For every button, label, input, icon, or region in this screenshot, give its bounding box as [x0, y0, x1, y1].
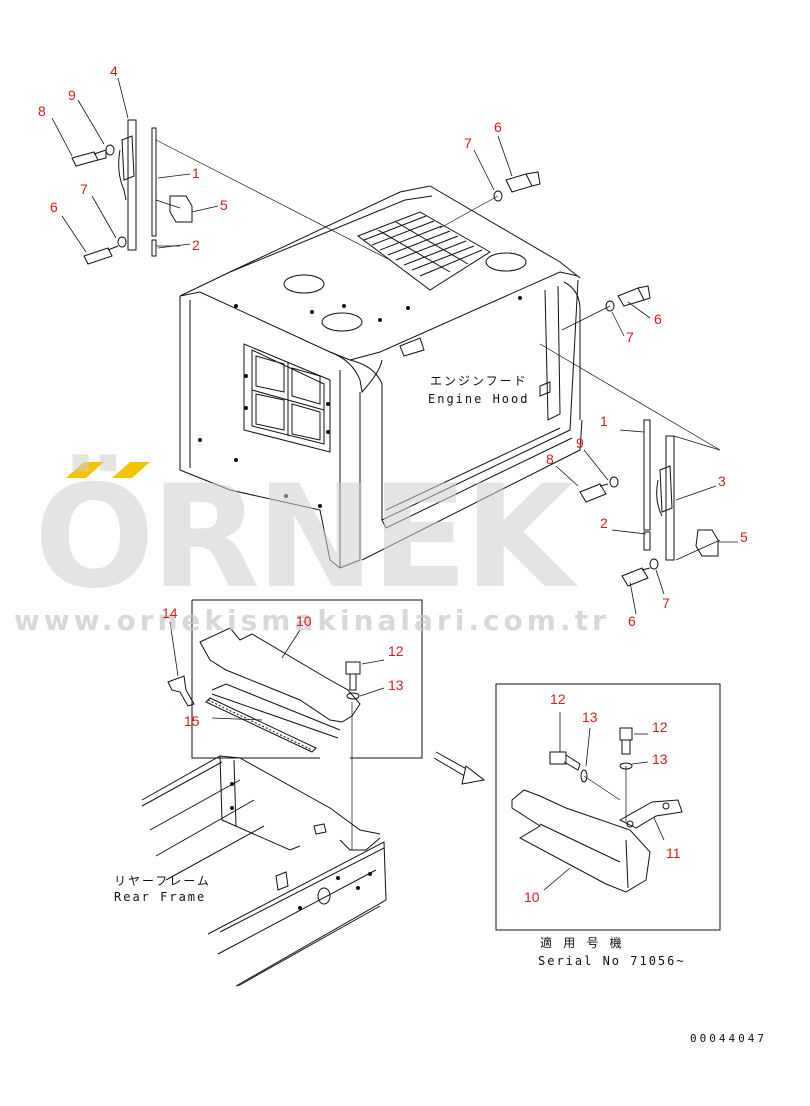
callout-7c: 7: [626, 329, 634, 345]
callout-8: 8: [38, 103, 46, 119]
callout-10b: 10: [524, 889, 540, 905]
callout-9: 9: [68, 87, 76, 103]
callout-2: 2: [192, 237, 200, 253]
direction-arrow-icon: [433, 751, 486, 785]
left-latch-assembly: [71, 119, 391, 265]
front-window: [243, 343, 331, 453]
right-latch-assembly: [539, 343, 721, 587]
right-side-bolt: [561, 285, 651, 331]
callout-13: 13: [388, 677, 404, 693]
cover-detail-box: [167, 599, 423, 759]
callout-5: 5: [220, 197, 228, 213]
watermark-url: www.ornekismakinalari.com.tr: [14, 604, 610, 637]
callout-11: 11: [666, 845, 681, 861]
callout-8b: 8: [546, 451, 554, 467]
callout-3: 3: [718, 473, 726, 489]
callout-1: 1: [192, 165, 200, 181]
callout-2b: 2: [600, 515, 608, 531]
top-right-bolt: [439, 171, 541, 229]
callout-6: 6: [50, 199, 58, 215]
top-grille: [356, 211, 491, 291]
serial-label: Serial No 71056~: [538, 954, 686, 968]
callout-13c: 13: [652, 751, 668, 767]
callout-7d: 7: [662, 595, 670, 611]
callout-9b: 9: [576, 435, 584, 451]
applicable-jp-label: 適 用 号 機: [540, 936, 624, 950]
leader-lines: [51, 77, 738, 891]
engine-hood: [179, 185, 583, 569]
rear-frame-en-label: Rear Frame: [114, 890, 207, 904]
callout-1b: 1: [600, 413, 608, 429]
callout-7: 7: [80, 181, 88, 197]
serial-variant-box: [495, 683, 721, 931]
engine-hood-en-label: Engine Hood: [428, 392, 530, 406]
document-number: 00044047: [690, 1032, 767, 1045]
watermark-brand: ÖRNEK: [34, 455, 574, 620]
callout-12b: 12: [550, 691, 566, 707]
callout-7b: 7: [464, 135, 472, 151]
callout-15: 15: [184, 713, 200, 729]
engine-hood-jp-label: エンジンフード: [430, 374, 528, 388]
callout-12c: 12: [652, 719, 668, 735]
watermark-accent-icon: [66, 462, 150, 478]
callout-6b: 6: [494, 119, 502, 135]
callout-6d: 6: [628, 613, 636, 629]
callout-14: 14: [162, 605, 178, 621]
callout-5b: 5: [740, 529, 748, 545]
callout-10: 10: [296, 613, 312, 629]
callout-12: 12: [388, 643, 404, 659]
callout-13b: 13: [582, 709, 598, 725]
callout-4: 4: [110, 63, 118, 79]
rear-frame: [141, 702, 387, 987]
rear-frame-jp-label: リヤーフレーム: [114, 874, 211, 888]
callout-6c: 6: [654, 311, 662, 327]
